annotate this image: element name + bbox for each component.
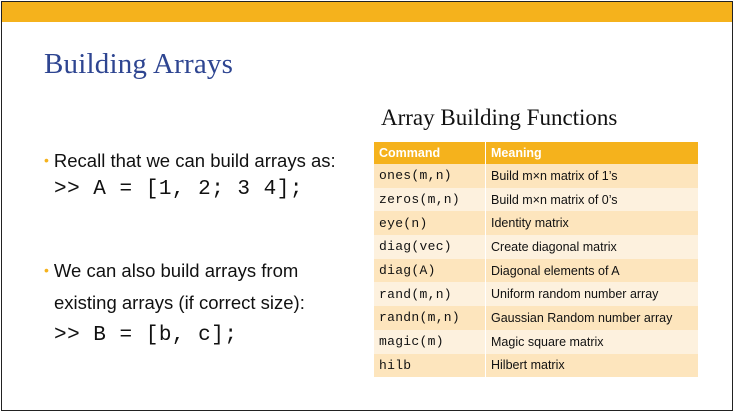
bullet-marker: • [44,262,49,278]
cell-meaning: Gaussian Random number array [485,306,698,330]
cell-meaning: Magic square matrix [485,329,698,354]
bullet-existing-continuation: existing arrays (if correct size): [54,292,305,313]
table-header-row: Command Meaning [374,142,698,164]
table-row: zeros(m,n) Build m×n matrix of 0’s [374,187,698,212]
header-command: Command [374,142,486,164]
table-row: eye(n) Identity matrix [374,211,698,236]
cell-command: zeros(m,n) [374,187,486,212]
cell-meaning: Identity matrix [485,211,698,236]
cell-command: magic(m) [374,329,486,354]
table-row: hilb Hilbert matrix [374,353,698,378]
cell-command: diag(vec) [374,235,486,259]
table-row: diag(vec) Create diagonal matrix [374,235,698,259]
table-row: magic(m) Magic square matrix [374,329,698,354]
bullet-marker: • [44,152,49,168]
cell-command: randn(m,n) [374,306,486,330]
cell-command: eye(n) [374,211,486,236]
code-line-b: >> B = [b, c]; [54,324,238,347]
cell-meaning: Hilbert matrix [485,353,698,378]
cell-command: rand(m,n) [374,282,486,307]
cell-meaning: Build m×n matrix of 0’s [485,187,698,212]
table-row: ones(m,n) Build m×n matrix of 1’s [374,164,698,188]
table-row: randn(m,n) Gaussian Random number array [374,306,698,330]
table-row: rand(m,n) Uniform random number array [374,282,698,307]
cell-meaning: Uniform random number array [485,282,698,307]
cell-command: hilb [374,353,486,378]
bullet-recall: •Recall that we can build arrays as: [44,145,336,178]
header-meaning: Meaning [485,142,698,164]
table-row: diag(A) Diagonal elements of A [374,258,698,283]
cell-command: ones(m,n) [374,164,486,188]
code-line-a: >> A = [1, 2; 3 4]; [54,178,303,201]
top-accent-bar [2,2,732,22]
bullet-existing: •We can also build arrays from [44,255,298,288]
slide-title: Building Arrays [44,48,234,80]
bullet-existing-text: We can also build arrays from [53,260,299,281]
cell-meaning: Create diagonal matrix [485,235,698,259]
table-title: Array Building Functions [381,105,618,130]
cell-meaning: Diagonal elements of A [485,258,698,283]
cell-command: diag(A) [374,258,486,283]
cell-meaning: Build m×n matrix of 1’s [485,164,698,188]
bullet-recall-text: Recall that we can build arrays as: [53,150,336,171]
functions-table: Command Meaning ones(m,n) Build m×n matr… [374,142,698,378]
